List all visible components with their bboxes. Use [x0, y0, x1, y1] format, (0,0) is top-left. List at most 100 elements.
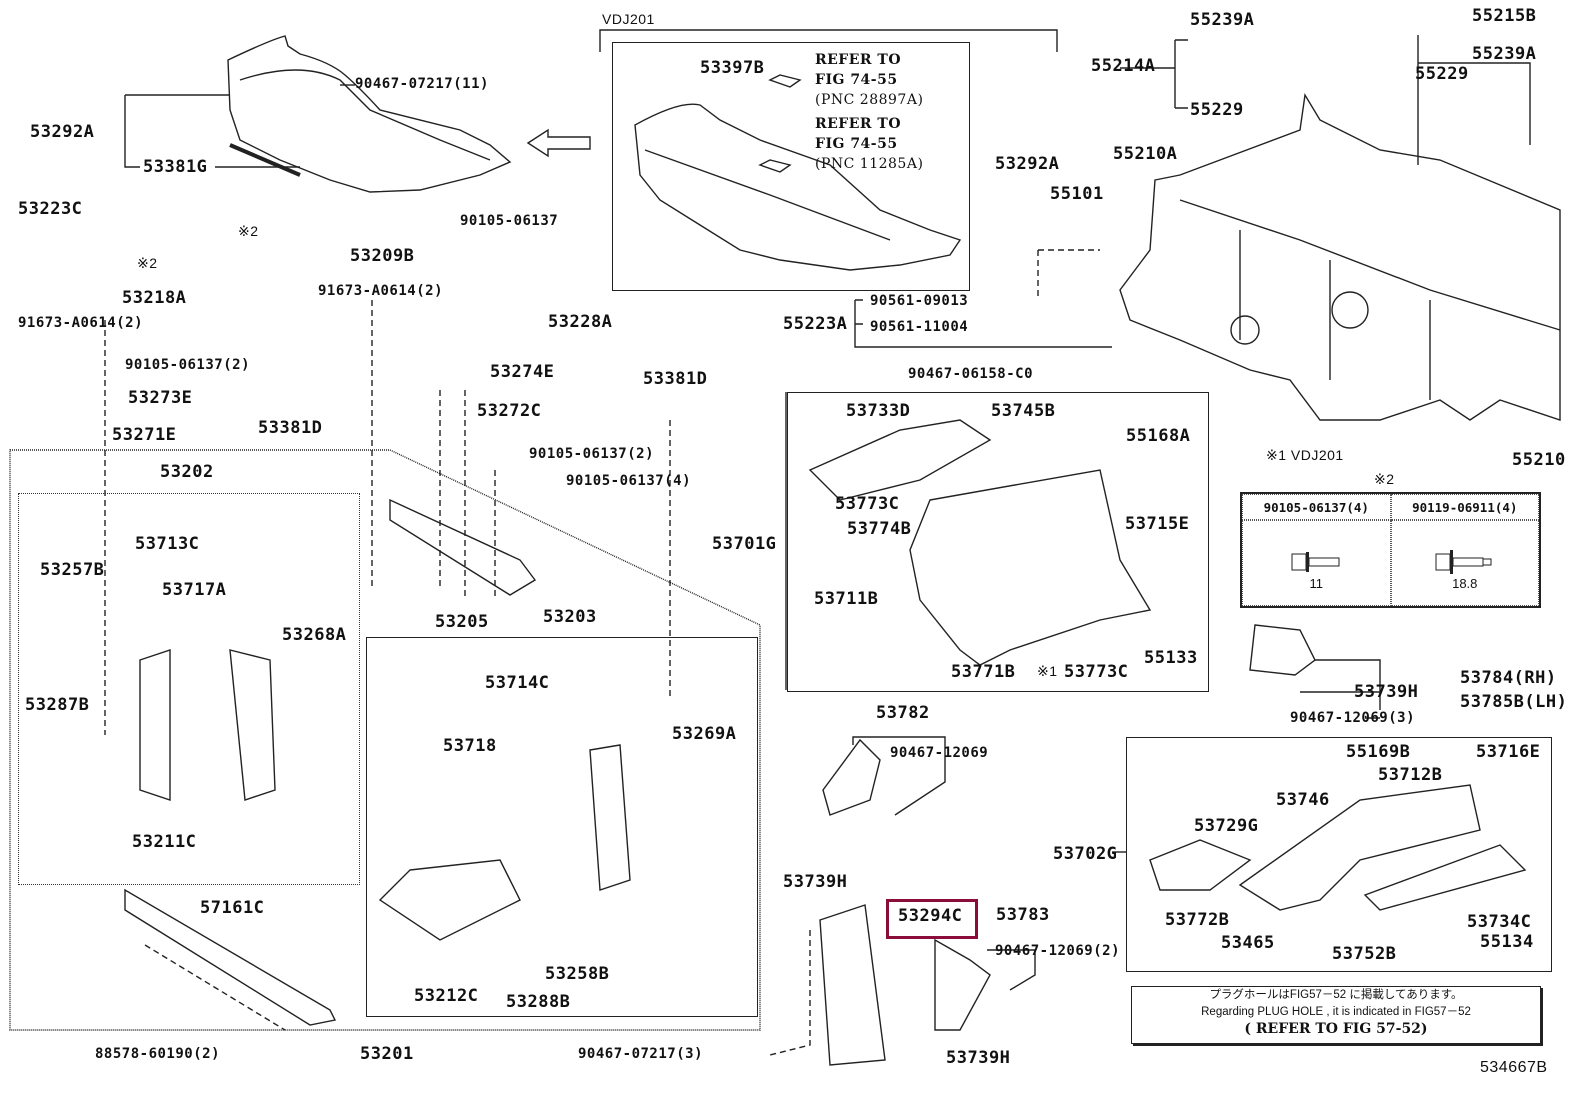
- part-label[interactable]: 55133: [1144, 648, 1198, 668]
- part-label[interactable]: 53274E: [490, 362, 555, 382]
- part-label[interactable]: 55239A: [1190, 10, 1255, 30]
- part-label[interactable]: 55229: [1415, 64, 1469, 84]
- part-label[interactable]: 53292A: [30, 122, 95, 142]
- part-label[interactable]: 90467-12069(3): [1290, 710, 1416, 726]
- part-label[interactable]: 53271E: [112, 425, 177, 445]
- bolt-icon: [1435, 550, 1492, 574]
- part-label[interactable]: 53381G: [143, 157, 208, 177]
- part-label[interactable]: 53218A: [122, 288, 187, 308]
- part-label[interactable]: 90105-06137(2): [529, 446, 655, 462]
- part-label[interactable]: 53268A: [282, 625, 347, 645]
- part-label[interactable]: 53288B: [506, 992, 571, 1012]
- part-label[interactable]: 53711B: [814, 589, 879, 609]
- part-label[interactable]: 53714C: [485, 673, 550, 693]
- part-label[interactable]: 53785B(LH): [1460, 692, 1568, 712]
- part-label[interactable]: 53287B: [25, 695, 90, 715]
- highlighted-part-label[interactable]: 53294C: [898, 906, 963, 926]
- part-label[interactable]: 53465: [1221, 933, 1275, 953]
- part-label[interactable]: 90561-11004: [870, 319, 969, 335]
- part-label[interactable]: 53717A: [162, 580, 227, 600]
- part-label[interactable]: 53772B: [1165, 910, 1230, 930]
- part-label[interactable]: 53209B: [350, 246, 415, 266]
- part-label[interactable]: 53211C: [132, 832, 197, 852]
- part-label[interactable]: 91673-A0614(2): [18, 315, 144, 331]
- part-label[interactable]: 55229: [1190, 100, 1244, 120]
- plug-note-en: Regarding PLUG HOLE , it is indicated in…: [1201, 1006, 1471, 1018]
- part-label[interactable]: 53773C: [1064, 662, 1129, 682]
- bolt-table-header-1: 90105-06137(4): [1242, 494, 1391, 520]
- part-label[interactable]: 55210: [1512, 450, 1566, 470]
- part-label[interactable]: 55214A: [1091, 56, 1156, 76]
- part-label[interactable]: 53228A: [548, 312, 613, 332]
- part-label[interactable]: 53729G: [1194, 816, 1259, 836]
- part-label[interactable]: 53752B: [1332, 944, 1397, 964]
- part-label[interactable]: 91673-A0614(2): [318, 283, 444, 299]
- engine-undercover-sketch: [634, 74, 962, 271]
- part-label[interactable]: 53715E: [1125, 514, 1190, 534]
- part-label[interactable]: 53746: [1276, 790, 1330, 810]
- refer-box-1[interactable]: REFER TO FIG 74-55 (PNC 28897A): [815, 50, 923, 110]
- part-label[interactable]: 90467-07217(11): [355, 76, 489, 92]
- part-label[interactable]: 53223C: [18, 199, 83, 219]
- part-label[interactable]: 53784(RH): [1460, 668, 1557, 688]
- part-label[interactable]: 53782: [876, 703, 930, 723]
- part-label[interactable]: 53381D: [643, 369, 708, 389]
- part-label[interactable]: 53712B: [1378, 765, 1443, 785]
- part-label[interactable]: 90467-07217(3): [578, 1046, 704, 1062]
- bolt-length-2: 18.8: [1452, 576, 1478, 591]
- part-label[interactable]: 53701G: [712, 534, 777, 554]
- part-label[interactable]: 53203: [543, 607, 597, 627]
- part-label[interactable]: 53212C: [414, 986, 479, 1006]
- part-label[interactable]: 53702G: [1053, 844, 1118, 864]
- part-label[interactable]: 53257B: [40, 560, 105, 580]
- part-label[interactable]: 90105-06137(4): [566, 473, 692, 489]
- part-label[interactable]: 55168A: [1126, 426, 1191, 446]
- part-label[interactable]: 53733D: [846, 401, 911, 421]
- part-label[interactable]: 90105-06137(2): [125, 357, 251, 373]
- bolt-table-cell-2: 18.8: [1390, 520, 1539, 606]
- part-label[interactable]: 53734C: [1467, 912, 1532, 932]
- part-label[interactable]: 55210A: [1113, 144, 1178, 164]
- part-label[interactable]: 90467-12069(2): [995, 943, 1121, 959]
- part-label[interactable]: 90561-09013: [870, 293, 969, 309]
- variant-label: VDJ201: [602, 11, 655, 27]
- refer-box-2[interactable]: REFER TO FIG 74-55 (PNC 11285A): [815, 114, 923, 174]
- part-label[interactable]: 53272C: [477, 401, 542, 421]
- part-label[interactable]: 53773C: [835, 494, 900, 514]
- group-53202-box: [18, 493, 360, 885]
- part-label[interactable]: 53774B: [847, 519, 912, 539]
- part-label[interactable]: 53205: [435, 612, 489, 632]
- part-label[interactable]: 53201: [360, 1044, 414, 1064]
- part-label[interactable]: 53783: [996, 905, 1050, 925]
- part-label[interactable]: 88578-60190(2): [95, 1046, 221, 1062]
- part-label[interactable]: 55169B: [1346, 742, 1411, 762]
- seal-53782-sketch: [822, 738, 881, 816]
- part-label[interactable]: 90105-06137: [460, 213, 559, 229]
- part-label[interactable]: 55101: [1050, 184, 1104, 204]
- part-label[interactable]: 53292A: [995, 154, 1060, 174]
- part-label[interactable]: 55215B: [1472, 6, 1537, 26]
- part-label[interactable]: 57161C: [200, 898, 265, 918]
- part-label[interactable]: 53739H: [946, 1048, 1011, 1068]
- part-label[interactable]: 53713C: [135, 534, 200, 554]
- part-label[interactable]: 53269A: [672, 724, 737, 744]
- part-label[interactable]: 53771B: [951, 662, 1016, 682]
- plug-note-ref[interactable]: ( REFER TO FIG 57-52): [1244, 1021, 1428, 1037]
- part-label[interactable]: 53258B: [545, 964, 610, 984]
- part-label[interactable]: 53381D: [258, 418, 323, 438]
- part-label[interactable]: 53745B: [991, 401, 1056, 421]
- part-label[interactable]: 53202: [160, 462, 214, 482]
- note-mark: ※2: [238, 223, 259, 239]
- part-label[interactable]: 90467-12069: [890, 745, 989, 761]
- part-label[interactable]: 90467-06158-C0: [908, 366, 1034, 382]
- part-label[interactable]: 53273E: [128, 388, 193, 408]
- part-label[interactable]: 55223A: [783, 314, 848, 334]
- part-label[interactable]: 53716E: [1476, 742, 1541, 762]
- part-label[interactable]: 55134: [1480, 932, 1534, 952]
- part-label[interactable]: 53739H: [1354, 682, 1419, 702]
- part-label[interactable]: 55239A: [1472, 44, 1537, 64]
- part-label[interactable]: 53718: [443, 736, 497, 756]
- apron-53212C-sketch: [378, 859, 521, 941]
- part-label[interactable]: 53397B: [700, 58, 765, 78]
- part-label[interactable]: 53739H: [783, 872, 848, 892]
